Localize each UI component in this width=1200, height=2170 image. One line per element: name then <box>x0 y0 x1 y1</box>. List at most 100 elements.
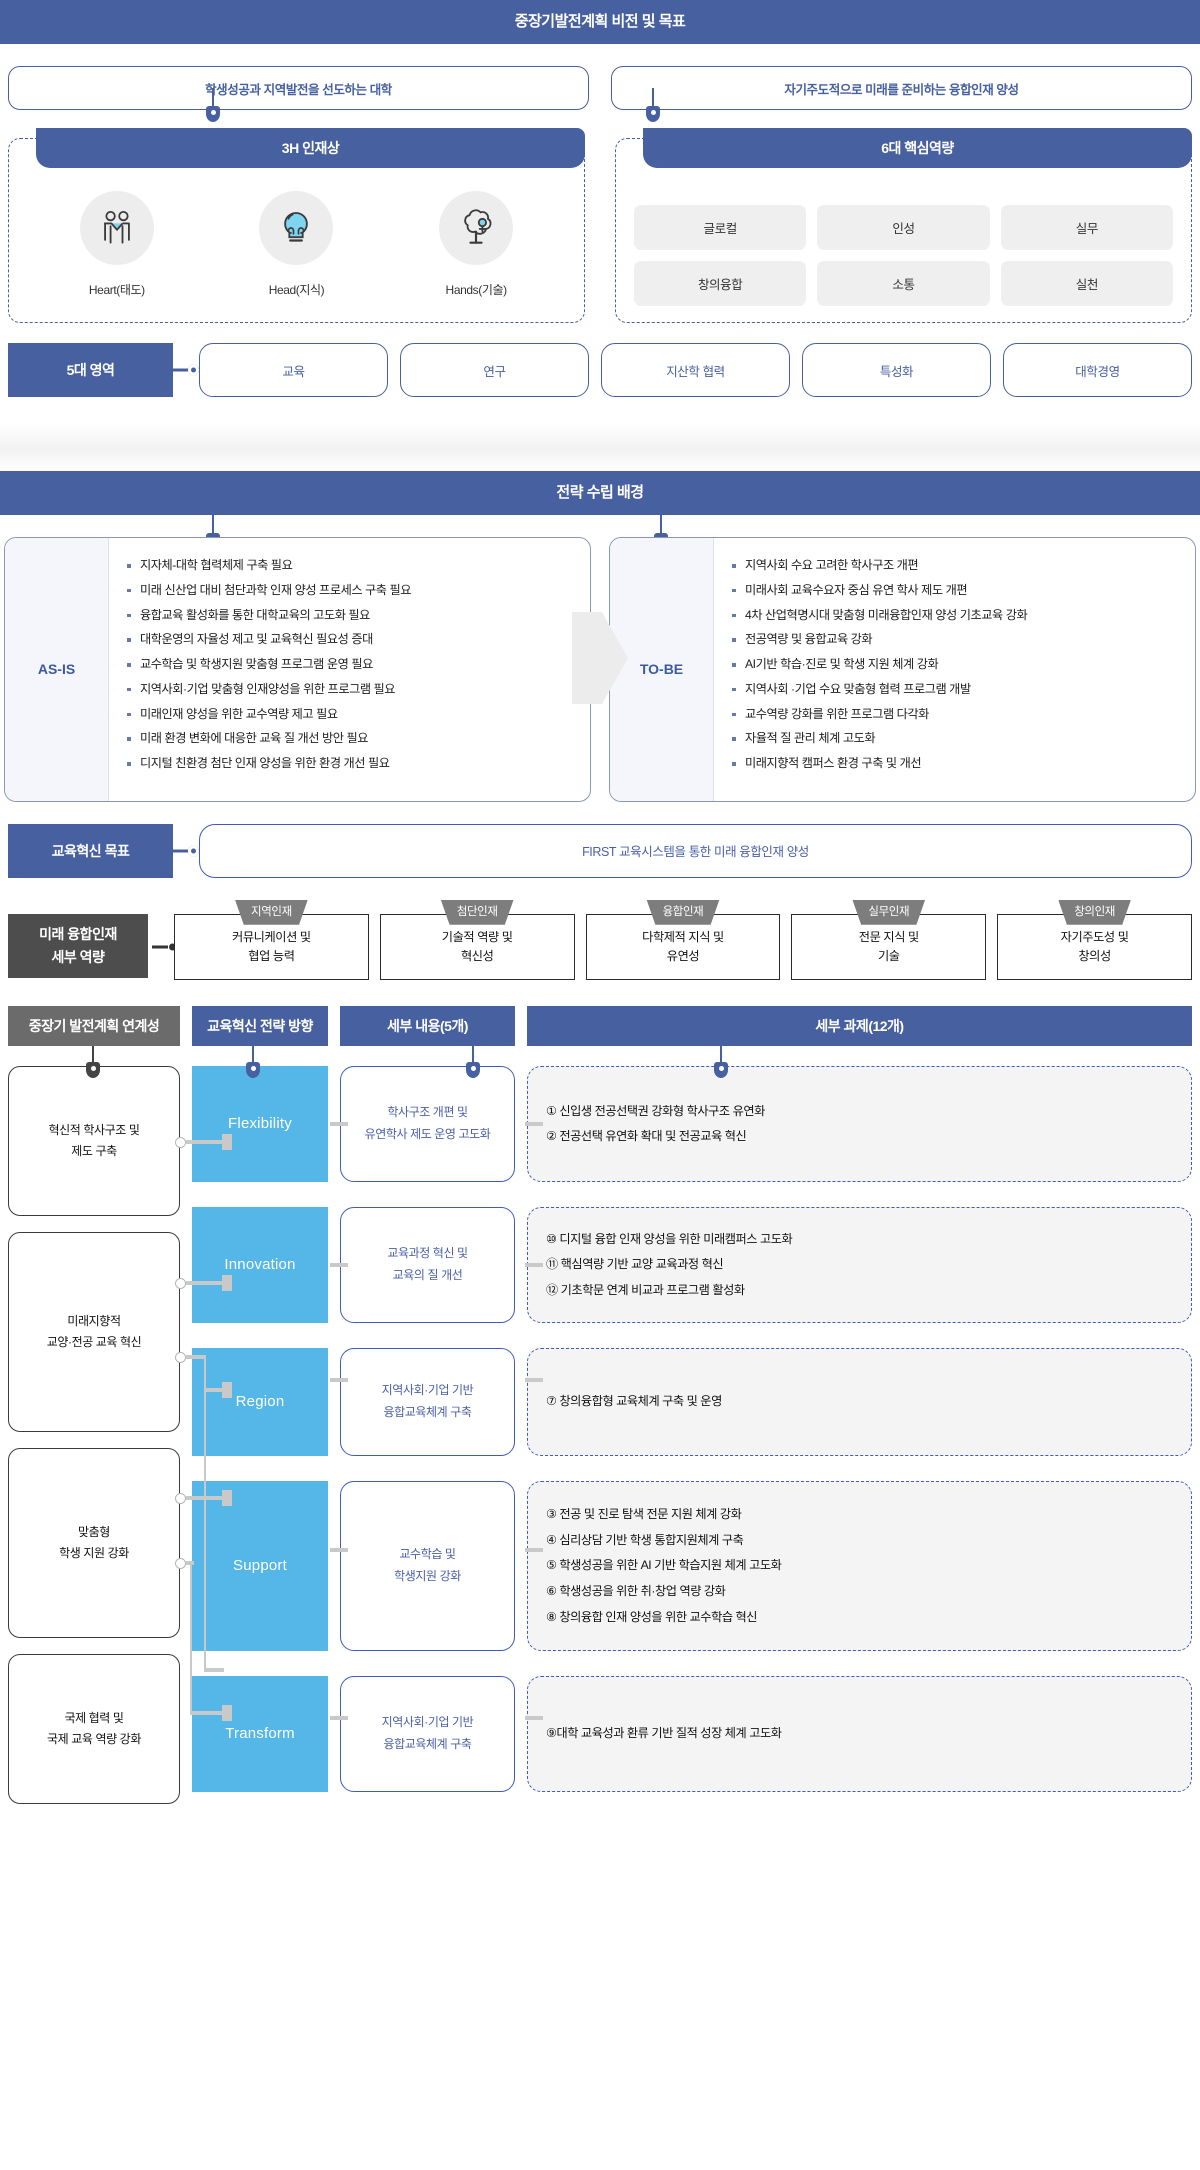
competency-card-line2: 협업 능력 <box>248 948 295 963</box>
matrix-col-linkage: 혁신적 학사구조 및 제도 구축 미래지향적 교양·전공 교육 혁신 맞춤형 학… <box>8 1065 180 1804</box>
vision-pin-right <box>646 106 660 122</box>
competency-card-1: 첨단인재 기술적 역량 및 혁신성 <box>379 899 575 980</box>
matrix-col-detail: 학사구조 개편 및 유연학사 제도 운영 고도화 교육과정 혁신 및 교육의 질… <box>340 1065 515 1804</box>
as-is-item: 미래인재 양성을 위한 교수역량 제고 필요 <box>127 707 576 722</box>
competency-card-3: 실무인재 전문 지식 및 기술 <box>791 899 987 980</box>
task-item: ⑦ 창의융합형 교육체계 구축 및 운영 <box>546 1394 722 1409</box>
detail-line1: 지역사회·기업 기반 <box>381 1383 474 1398</box>
detail-line2: 교육의 질 개선 <box>392 1267 463 1282</box>
talent-label-heart: Heart(태도) <box>88 283 145 297</box>
competency-card-line1: 커뮤니케이션 및 <box>232 929 311 944</box>
page-title: 중장기발전계획 비전 및 목표 <box>0 0 1200 44</box>
area-box-0[interactable]: 교육 <box>199 343 388 397</box>
matrix-header-strategy: 교육혁신 전략 방향 <box>192 1005 328 1046</box>
task-item: ① 신입생 전공선택권 강화형 학사구조 유연화 <box>546 1103 765 1118</box>
linkage-box-0: 혁신적 학사구조 및 제도 구축 <box>8 1065 180 1216</box>
strategy-box-3[interactable]: Support <box>192 1480 328 1651</box>
matrix-header-detail: 세부 내용(5개) <box>340 1005 515 1046</box>
as-is-item: 디지털 친환경 첨단 인재 양성을 위한 환경 개선 필요 <box>127 756 576 771</box>
talent-item-hands: Hands(기술) <box>421 191 531 298</box>
area-box-3[interactable]: 특성화 <box>802 343 991 397</box>
task-item: ⑥ 학생성공을 위한 취·창업 역량 강화 <box>546 1584 726 1599</box>
linkage-line2: 국제 교육 역량 강화 <box>47 1731 141 1746</box>
talent-item-head: Head(지식) <box>241 191 351 298</box>
as-is-item: 미래 신산업 대비 첨단과학 인재 양성 프로세스 구축 필요 <box>127 583 576 598</box>
task-box-1: ⑩ 디지털 융합 인재 양성을 위한 미래캠퍼스 고도화 ⑪ 핵심역량 기반 교… <box>527 1206 1192 1323</box>
detail-line1: 교수학습 및 <box>399 1547 456 1562</box>
strategy-box-0[interactable]: Flexibility <box>192 1065 328 1182</box>
competency-panel: 6대 핵심역량 글로컬 인성 실무 창의융합 소통 실천 <box>615 128 1192 323</box>
task-item: ⑫ 기초학문 연계 비교과 프로그램 활성화 <box>546 1283 745 1298</box>
education-goal-connector <box>173 824 199 878</box>
detail-box-4: 지역사회·기업 기반 융합교육체계 구축 <box>340 1675 515 1792</box>
competency-panel-body: 글로컬 인성 실무 창의융합 소통 실천 <box>615 138 1192 323</box>
as-is-item: 지역사회·기업 맞춤형 인재양성을 위한 프로그램 필요 <box>127 682 576 697</box>
competency-card-line2: 혁신성 <box>460 948 494 963</box>
to-be-item: 자율적 질 관리 체계 고도화 <box>732 731 1181 746</box>
linkage-box-3: 국제 협력 및 국제 교육 역량 강화 <box>8 1653 180 1804</box>
talent-label-hands: Hands(기술) <box>445 283 508 297</box>
matrix-stem-linkage <box>92 1045 94 1066</box>
matrix-pin-tasks <box>714 1061 728 1078</box>
matrix-body: 혁신적 학사구조 및 제도 구축 미래지향적 교양·전공 교육 혁신 맞춤형 학… <box>8 1045 1192 1804</box>
task-box-3: ③ 전공 및 진로 탐색 전문 지원 체계 강화 ④ 심리상담 기반 학생 통합… <box>527 1480 1192 1651</box>
linkage-line2: 교양·전공 교육 혁신 <box>46 1334 142 1349</box>
strategy-background-title: 전략 수립 배경 <box>0 471 1200 515</box>
education-goal-row: 교육혁신 목표 FIRST 교육시스템을 통한 미래 융합인재 양성 <box>0 802 1200 878</box>
vision-stem-right <box>652 88 654 112</box>
detailed-competency-tag: 미래 융합인재 세부 역량 <box>8 913 148 978</box>
to-be-item: AI기반 학습·진로 및 학생 지원 체계 강화 <box>732 657 1181 672</box>
talent-competency-panels: 3H 인재상 Heart(태도) <box>0 110 1200 323</box>
competency-card-line2: 유연성 <box>666 948 700 963</box>
talent-label-head: Head(지식) <box>268 283 325 297</box>
as-is-item: 지자체-대학 협력체제 구축 필요 <box>127 558 576 573</box>
detail-line2: 융합교육체계 구축 <box>383 1736 472 1751</box>
task-box-4: ⑨대학 교육성과 환류 기반 질적 성장 체계 고도화 <box>527 1675 1192 1792</box>
vision-pin-left <box>206 106 220 122</box>
vision-box-right: 자기주도적으로 미래를 준비하는 융합인재 양성 <box>611 66 1192 110</box>
competency-card-badge: 지역인재 <box>235 899 308 925</box>
matrix-pin-linkage <box>86 1061 100 1078</box>
competency-card-line1: 다학제적 지식 및 <box>642 929 724 944</box>
linkage-line1: 미래지향적 <box>67 1314 121 1329</box>
talent-panel-body: Heart(태도) Head(지식) <box>8 138 585 323</box>
task-box-2: ⑦ 창의융합형 교육체계 구축 및 운영 <box>527 1347 1192 1456</box>
matrix-col-strategy: Flexibility Innovation Region Support Tr… <box>192 1065 328 1804</box>
to-be-list: 지역사회 수요 고려한 학사구조 개편 미래사회 교육수요자 중심 유연 학사 … <box>714 538 1195 801</box>
strategy-box-4[interactable]: Transform <box>192 1675 328 1792</box>
detail-line1: 지역사회·기업 기반 <box>381 1715 474 1730</box>
area-box-1[interactable]: 연구 <box>400 343 589 397</box>
as-is-box: AS-IS 지자체-대학 협력체제 구축 필요 미래 신산업 대비 첨단과학 인… <box>4 537 591 802</box>
vision-stem-left <box>212 88 214 112</box>
areas-connector <box>173 343 199 397</box>
area-box-2[interactable]: 지산학 협력 <box>601 343 790 397</box>
competency-cell-1: 인성 <box>817 205 990 250</box>
competency-card-badge: 융합인재 <box>646 899 720 925</box>
strategy-box-1[interactable]: Innovation <box>192 1206 328 1323</box>
detailed-competency-tag-line1: 미래 융합인재 <box>39 926 117 943</box>
detail-line1: 교육과정 혁신 및 <box>387 1246 468 1261</box>
linkage-line1: 국제 협력 및 <box>64 1711 124 1726</box>
strategic-plan-diagram: 중장기발전계획 비전 및 목표 학생성공과 지역발전을 선도하는 대학 자기주도… <box>0 0 1200 1804</box>
asis-stem <box>212 515 214 537</box>
strategy-box-2[interactable]: Region <box>192 1347 328 1456</box>
linkage-line2: 제도 구축 <box>71 1143 117 1158</box>
competency-card-0: 지역인재 커뮤니케이션 및 협업 능력 <box>174 899 369 980</box>
to-be-item: 4차 산업혁명시대 맞춤형 미래융합인재 양성 기초교육 강화 <box>732 608 1181 623</box>
vision-row: 학생성공과 지역발전을 선도하는 대학 자기주도적으로 미래를 준비하는 융합인… <box>0 44 1200 110</box>
task-item: ⑪ 핵심역량 기반 교양 교육과정 혁신 <box>546 1257 724 1272</box>
competency-card-badge: 창의인재 <box>1058 899 1131 925</box>
competency-card-badge: 첨단인재 <box>440 899 514 925</box>
matrix-stem-tasks <box>720 1045 722 1066</box>
detail-box-1: 교육과정 혁신 및 교육의 질 개선 <box>340 1206 515 1323</box>
matrix-col-tasks: ① 신입생 전공선택권 강화형 학사구조 유연화 ② 전공선택 유연화 확대 및… <box>527 1065 1192 1804</box>
vision-box-left: 학생성공과 지역발전을 선도하는 대학 <box>8 66 589 110</box>
talent-panel-title: 3H 인재상 <box>36 128 585 168</box>
linkage-line1: 혁신적 학사구조 및 <box>48 1123 140 1138</box>
detail-line1: 학사구조 개편 및 <box>387 1105 468 1120</box>
matrix-headers: 중장기 발전계획 연계성 교육혁신 전략 방향 세부 내용(5개) 세부 과제(… <box>8 1005 1192 1046</box>
matrix-stem-detail <box>472 1045 474 1066</box>
to-be-item: 교수역량 강화를 위한 프로그램 다각화 <box>732 707 1181 722</box>
task-item: ⑤ 학생성공을 위한 AI 기반 학습지원 체계 고도화 <box>546 1558 782 1573</box>
area-box-4[interactable]: 대학경영 <box>1003 343 1192 397</box>
